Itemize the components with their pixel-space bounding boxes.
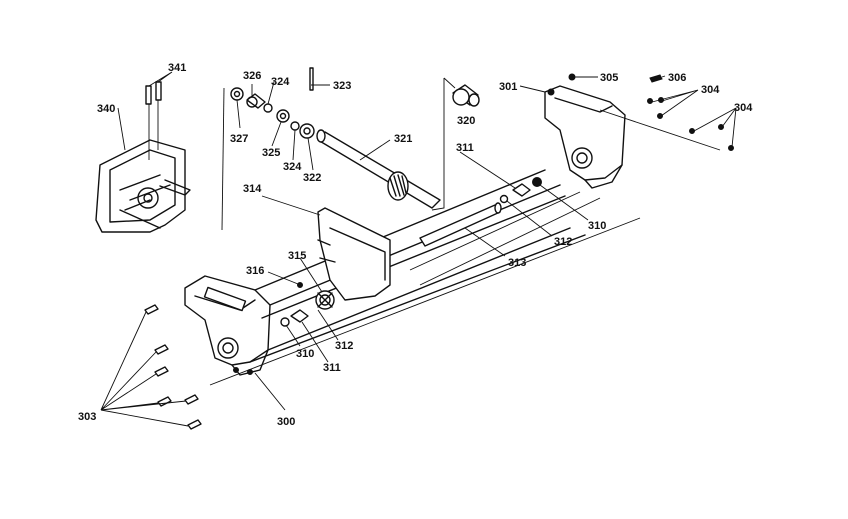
part-311-left-bushing	[290, 309, 309, 323]
callout-304-a: 304	[701, 84, 720, 96]
part-326-bushing	[246, 93, 266, 109]
part-327-washer	[230, 87, 244, 101]
part-340-bracket	[95, 139, 191, 233]
callout-labels: 341 340 326 324 327 325 324 322 323 321 …	[78, 62, 753, 428]
part-301-right-end-housing	[544, 85, 626, 189]
part-310-left-washer	[280, 317, 290, 327]
callout-310-right: 310	[588, 220, 606, 232]
callout-341: 341	[168, 62, 186, 74]
callout-314: 314	[243, 183, 262, 195]
leader-lines	[100, 71, 737, 427]
callout-322: 322	[303, 172, 321, 184]
part-325-washer	[276, 109, 290, 123]
callout-315: 315	[288, 250, 306, 262]
callout-311-right: 311	[456, 142, 474, 154]
callout-301: 301	[499, 81, 517, 93]
callout-300: 300	[277, 416, 295, 428]
shaft-gear	[387, 171, 409, 201]
part-312-right-ring	[499, 194, 509, 204]
callout-324-a: 324	[271, 76, 290, 88]
small-hardware-upper	[230, 67, 315, 139]
callout-313: 313	[508, 257, 526, 269]
part-320-bushing	[452, 84, 480, 107]
callout-316: 316	[246, 265, 264, 277]
part-323-pin	[309, 67, 314, 91]
callout-312-left: 312	[335, 340, 353, 352]
callout-321: 321	[394, 133, 412, 145]
part-303-screws	[144, 304, 202, 430]
part-321-shaft	[316, 129, 441, 209]
callout-311-left: 311	[323, 362, 341, 374]
callout-326: 326	[243, 70, 261, 82]
callout-306: 306	[668, 72, 686, 84]
right-small-parts	[499, 177, 542, 204]
part-315-gear	[315, 290, 335, 310]
callout-303: 303	[78, 411, 96, 423]
callout-320: 320	[457, 115, 475, 127]
left-small-parts	[280, 282, 335, 327]
callout-327: 327	[230, 133, 248, 145]
part-311-right-bushing	[512, 183, 531, 197]
callout-305: 305	[600, 72, 618, 84]
part-322-washer	[299, 123, 315, 139]
callout-310-left: 310	[296, 348, 314, 360]
part-314-center-panel	[317, 207, 391, 301]
part-316-screw	[297, 282, 303, 288]
callout-323: 323	[333, 80, 351, 92]
callout-312-right: 312	[554, 236, 572, 248]
callout-340: 340	[97, 103, 115, 115]
part-324-washer-b	[290, 121, 300, 131]
callout-325: 325	[262, 147, 280, 159]
part-313-rod	[419, 202, 502, 247]
callout-304-b: 304	[734, 102, 753, 114]
callout-324-b: 324	[283, 161, 302, 173]
part-310-right-washer	[532, 177, 542, 187]
part-300-left-end-housing	[184, 275, 271, 376]
part-324-washer-a	[263, 103, 273, 113]
